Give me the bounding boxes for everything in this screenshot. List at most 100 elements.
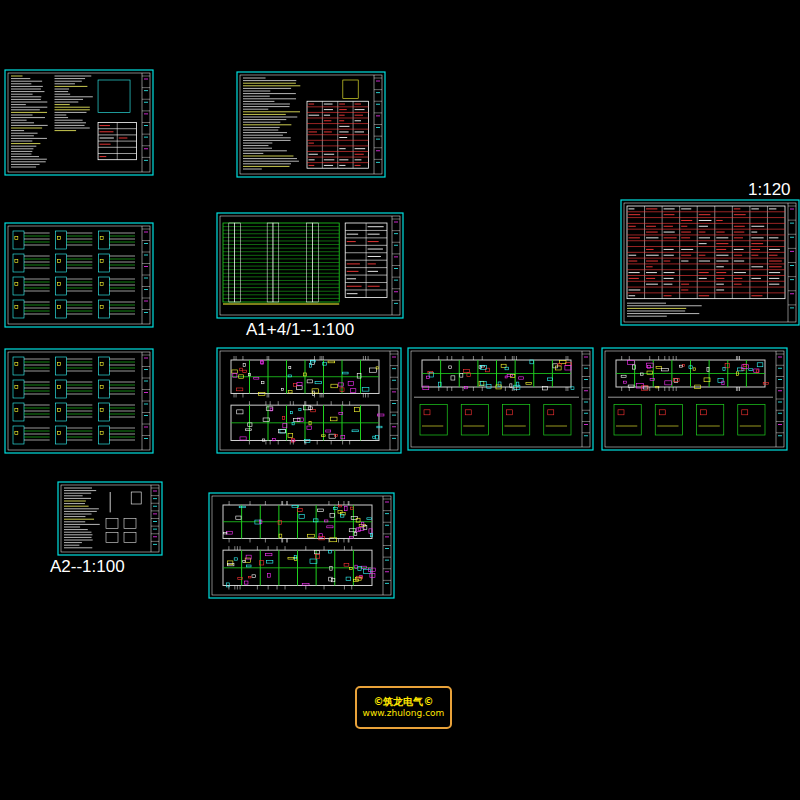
drawing-rect [297, 383, 302, 386]
drawing-line [24, 262, 50, 263]
drawing-line [243, 161, 299, 162]
drawing-line [376, 115, 380, 116]
drawing-rect [309, 363, 311, 367]
drawing-rect [624, 203, 796, 322]
drawing-line [55, 115, 67, 116]
drawing-line [243, 148, 272, 149]
drawing-rect [605, 351, 784, 447]
drawing-rect [646, 363, 653, 367]
drawing-rect [56, 254, 67, 272]
drawing-line [584, 424, 588, 425]
drawing-line [349, 440, 350, 444]
drawing-line [776, 387, 784, 388]
drawing-line [144, 232, 148, 233]
drawing-line [376, 81, 380, 82]
drawing-line [769, 255, 778, 256]
drawing-line [67, 314, 93, 315]
drawing-rect [558, 364, 562, 366]
drawing-line [268, 356, 269, 360]
drawing-rect [742, 410, 748, 415]
drawing-line [24, 414, 50, 415]
drawing-rect [367, 518, 372, 520]
drawing-line [646, 261, 658, 262]
drawing-line [374, 101, 382, 102]
drawing-rect [335, 435, 338, 437]
drawing-sheet [217, 213, 403, 318]
drawing-line [109, 440, 135, 441]
drawing-line [285, 585, 286, 589]
drawing-line [664, 284, 673, 285]
drawing-line [451, 387, 452, 391]
drawing-line [55, 128, 90, 129]
drawing-line [345, 282, 387, 283]
drawing-rect [292, 505, 298, 507]
drawing-line [385, 548, 389, 549]
drawing-line [142, 145, 150, 146]
drawing-rect [58, 362, 61, 365]
drawing-rect [377, 426, 382, 428]
drawing-line [664, 261, 671, 262]
drawing-line [394, 233, 398, 234]
drawing-line [64, 508, 99, 509]
drawing-line [348, 501, 349, 505]
drawing-line [629, 295, 636, 296]
drawing-line [734, 208, 741, 209]
drawing-line [151, 510, 159, 511]
drawing-line [151, 503, 159, 504]
drawing-line [769, 272, 780, 273]
drawing-line [438, 387, 439, 391]
drawing-line [243, 158, 297, 159]
drawing-line [243, 109, 268, 110]
drawing-line [627, 223, 785, 224]
drawing-line [769, 261, 782, 262]
drawing-line [368, 226, 384, 227]
drawing-line [228, 546, 229, 550]
drawing-line [646, 255, 659, 256]
drawing-line [339, 126, 349, 127]
drawing-rect [239, 375, 244, 378]
drawing-line [229, 501, 230, 505]
drawing-rect [98, 231, 109, 249]
drawing-line [392, 288, 400, 289]
drawing-line [98, 134, 136, 135]
drawing-line [658, 356, 659, 360]
drawing-line [304, 440, 305, 444]
drawing-rect [349, 529, 356, 532]
drawing-line [278, 401, 279, 405]
drawing-line [629, 261, 638, 262]
drawing-rect [58, 259, 61, 262]
drawing-line [627, 263, 785, 264]
drawing-rect [330, 566, 332, 570]
drawing-line [24, 408, 50, 409]
drawing-line [339, 104, 345, 105]
drawing-line [243, 117, 297, 118]
drawing-line [231, 376, 379, 377]
drawing-rect [348, 382, 353, 386]
drawing-rect [56, 403, 67, 421]
drawing-rect [621, 375, 626, 377]
drawing-line [385, 525, 389, 526]
drawing-line [778, 390, 782, 391]
drawing-line [646, 278, 655, 279]
drawing-rect [340, 514, 344, 517]
drawing-line [584, 413, 588, 414]
drawing-line [339, 120, 344, 121]
drawing-line [716, 289, 724, 290]
drawing-rect [323, 362, 327, 365]
drawing-line [64, 488, 92, 489]
drawing-rect [13, 357, 24, 375]
drawing-line [144, 301, 148, 302]
drawing-line [646, 232, 658, 233]
drawing-rect [362, 522, 364, 525]
drawing-line [368, 256, 381, 257]
drawing-line [142, 378, 150, 379]
drawing-line [243, 145, 268, 146]
drawing-line [144, 113, 148, 114]
drawing-rect [621, 200, 799, 325]
drawing-line [290, 401, 291, 405]
drawing-line [67, 431, 93, 432]
drawing-line [24, 308, 50, 309]
drawing-line [24, 265, 50, 266]
drawing-line [109, 236, 135, 237]
